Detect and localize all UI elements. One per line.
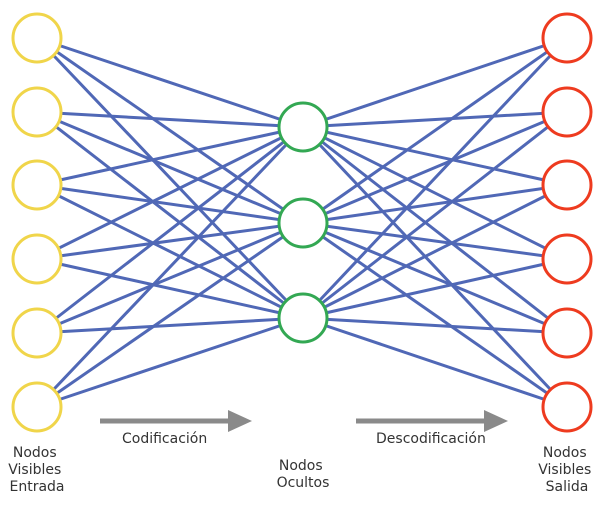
- output-label-line-1: Nodos: [543, 445, 587, 461]
- edge-input-5-hidden-3: [35, 316, 305, 335]
- input-node-5: [11, 307, 63, 359]
- edge-input-4-hidden-2: [35, 221, 305, 261]
- edge-hidden-1-output-2: [301, 110, 569, 129]
- output-node-4: [541, 233, 593, 285]
- output-node-6: [541, 381, 593, 433]
- edge-input-1-hidden-3: [35, 36, 305, 320]
- output-label-line-2: Visibles: [538, 462, 591, 478]
- input-label-line-2: Visibles: [8, 462, 61, 478]
- edge-input-2-hidden-1: [35, 110, 305, 129]
- input-node-2: [11, 86, 63, 138]
- input-label-line-1: Nodos: [13, 445, 57, 461]
- encode-label: Codificación: [122, 431, 207, 447]
- hidden-label-line-2: Ocultos: [277, 475, 330, 491]
- edge-input-6-hidden-1: [35, 125, 305, 409]
- output-node-2: [541, 86, 593, 138]
- edge-input-5-hidden-1: [35, 125, 305, 335]
- edge-hidden-1-output-4: [301, 125, 569, 261]
- edge-hidden-3-output-4: [301, 257, 569, 320]
- connection-edges: [35, 36, 569, 409]
- network-nodes: [11, 12, 593, 433]
- output-label-line-3: Salida: [546, 479, 589, 495]
- edge-hidden-3-output-1: [301, 36, 569, 320]
- edge-input-3-hidden-1: [35, 125, 305, 187]
- edge-input-2-hidden-3: [35, 110, 305, 320]
- edge-input-2-hidden-2: [35, 110, 305, 225]
- hidden-node-2: [277, 197, 329, 249]
- input-node-1: [11, 12, 63, 64]
- output-node-5: [541, 307, 593, 359]
- decode-arrow: [356, 410, 508, 432]
- hidden-node-3: [277, 292, 329, 344]
- output-node-1: [541, 12, 593, 64]
- edge-input-3-hidden-3: [35, 183, 305, 320]
- edge-input-6-hidden-3: [35, 316, 305, 409]
- input-node-4: [11, 233, 63, 285]
- edge-hidden-2-output-3: [301, 183, 569, 225]
- input-node-6: [11, 381, 63, 433]
- edge-hidden-2-output-6: [301, 221, 569, 409]
- edge-input-4-hidden-1: [35, 125, 305, 261]
- edge-hidden-1-output-6: [301, 125, 569, 409]
- output-layer-label: Nodos Visibles Salida: [538, 445, 595, 495]
- edge-input-3-hidden-2: [35, 183, 305, 225]
- output-node-3: [541, 159, 593, 211]
- hidden-node-1: [277, 101, 329, 153]
- hidden-label-line-1: Nodos: [279, 458, 323, 474]
- hidden-layer-label: Nodos Ocultos: [277, 458, 330, 491]
- edge-hidden-3-output-6: [301, 316, 569, 409]
- edge-hidden-3-output-2: [301, 110, 569, 320]
- edge-input-4-hidden-3: [35, 257, 305, 320]
- encode-arrow-head: [228, 410, 252, 432]
- input-label-line-3: Entrada: [9, 479, 64, 495]
- decode-arrow-head: [484, 410, 508, 432]
- edge-input-1-hidden-1: [35, 36, 305, 129]
- input-layer-label: Nodos Visibles Entrada: [8, 445, 65, 495]
- edge-hidden-3-output-3: [301, 183, 569, 320]
- edge-hidden-2-output-4: [301, 221, 569, 261]
- input-node-3: [11, 159, 63, 211]
- decode-label: Descodificación: [376, 431, 486, 447]
- encode-arrow: [100, 410, 252, 432]
- edge-input-5-hidden-2: [35, 221, 305, 335]
- edge-input-6-hidden-2: [35, 221, 305, 409]
- edge-hidden-3-output-5: [301, 316, 569, 335]
- edge-hidden-2-output-2: [301, 110, 569, 225]
- edge-hidden-2-output-5: [301, 221, 569, 335]
- edge-input-1-hidden-2: [35, 36, 305, 225]
- edge-hidden-1-output-5: [301, 125, 569, 335]
- edge-hidden-2-output-1: [301, 36, 569, 225]
- edge-hidden-1-output-1: [301, 36, 569, 129]
- edge-hidden-1-output-3: [301, 125, 569, 187]
